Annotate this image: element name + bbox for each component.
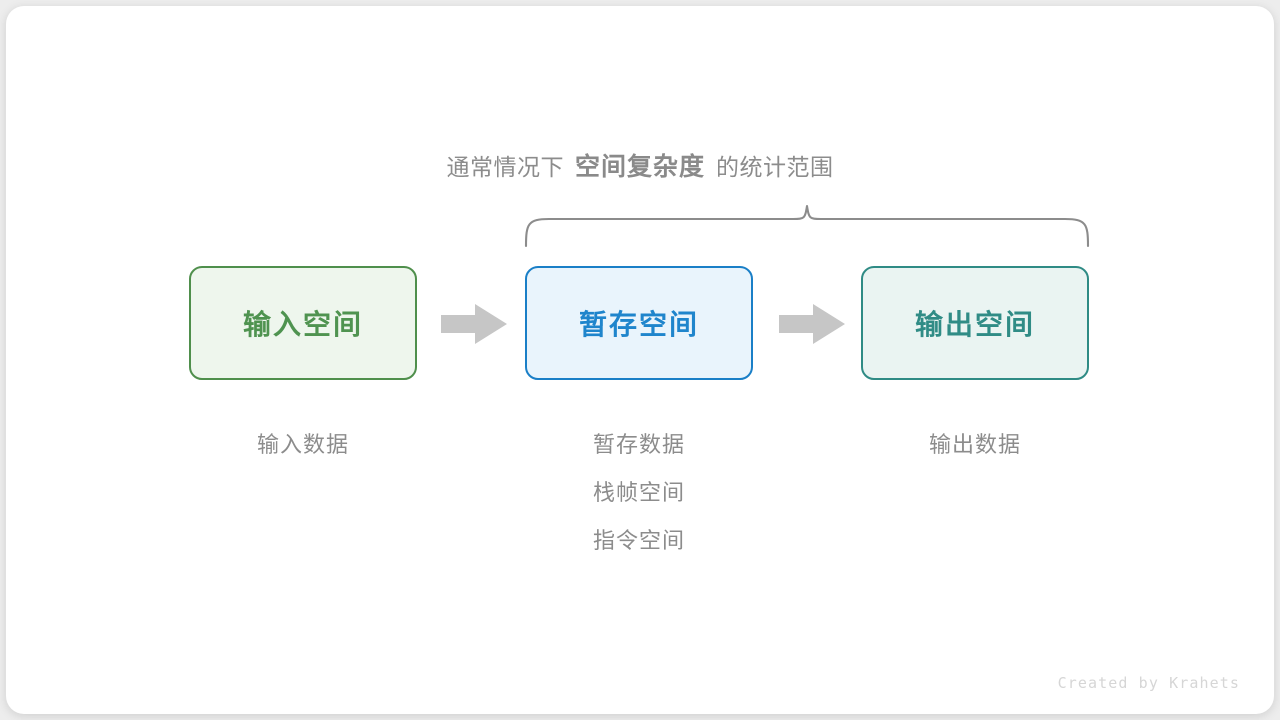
box-temp-space[interactable]: 暂存空间 — [525, 266, 753, 380]
caption-stack-frame-space: 栈帧空间 — [592, 480, 685, 505]
caption-prefix: 通常情况下 — [446, 154, 564, 180]
box-output-space[interactable]: 输出空间 — [861, 266, 1089, 380]
curly-brace-icon — [524, 204, 1090, 248]
box-output-space-label: 输出空间 — [914, 309, 1035, 340]
box-input-space-label: 输入空间 — [242, 309, 363, 340]
box-temp-space-label: 暂存空间 — [578, 309, 699, 340]
captions-output-column: 输出数据 — [861, 421, 1089, 469]
caption-instruction-space: 指令空间 — [592, 528, 685, 553]
caption-suffix: 的统计范围 — [716, 154, 834, 180]
arrow-right-icon-1 — [441, 304, 507, 344]
caption-temp-data: 暂存数据 — [592, 432, 685, 457]
captions-input-column: 输入数据 — [189, 421, 417, 469]
diagram-caption: 通常情况下空间复杂度的统计范围 — [0, 148, 1280, 186]
caption-output-data: 输出数据 — [928, 432, 1021, 457]
captions-temp-column: 暂存数据 栈帧空间 指令空间 — [525, 421, 753, 565]
box-input-space[interactable]: 输入空间 — [189, 266, 417, 380]
arrow-right-icon-2 — [779, 304, 845, 344]
caption-input-data: 输入数据 — [256, 432, 349, 457]
watermark-credit: Created by Krahets — [1057, 674, 1240, 692]
caption-highlight: 空间复杂度 — [574, 153, 705, 181]
